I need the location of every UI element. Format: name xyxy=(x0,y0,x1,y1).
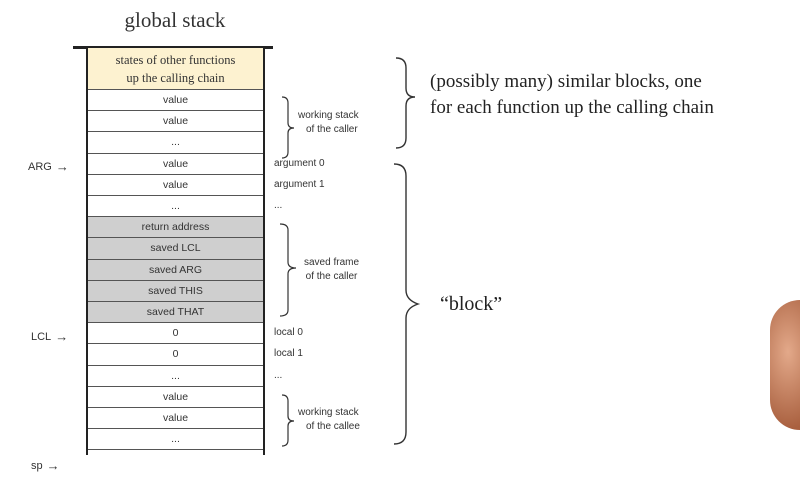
states-cell: states of other functions up the calling… xyxy=(88,48,263,90)
cell-side-label: ... xyxy=(274,369,283,381)
cell-side-label: local 1 xyxy=(274,348,303,360)
block-brace xyxy=(393,163,421,445)
caller-working-stack-line-2: of the caller xyxy=(306,124,358,135)
saved-frame-line-1: saved frame xyxy=(304,257,360,268)
stack-cell: value xyxy=(88,408,263,430)
cell-side-label: local 0 xyxy=(274,327,303,339)
states-line-2: up the calling chain xyxy=(126,70,225,85)
caller-working-stack-line-1: working stack xyxy=(298,110,359,121)
stack-cell: ... xyxy=(88,132,263,154)
stack-cell: value xyxy=(88,387,263,408)
saved-frame-line-2: of the caller xyxy=(305,271,358,282)
lcl-pointer-label: LCL xyxy=(31,330,52,343)
stack-cell: saved THIS xyxy=(88,280,263,302)
stack-cell: value xyxy=(88,175,263,196)
stack-cell: value xyxy=(88,90,263,112)
arrow-right-icon: → xyxy=(55,329,69,344)
similar-blocks-annotation: (possibly many) similar blocks, one for … xyxy=(430,69,714,121)
presenter-hand xyxy=(770,300,800,430)
stack-cell: 0 xyxy=(88,323,263,345)
sp-pointer-label: sp xyxy=(31,459,43,472)
global-stack: states of other functions up the calling… xyxy=(86,48,265,455)
states-line-1: states of other functions xyxy=(115,52,236,67)
caller-working-stack-label: working stack of the caller xyxy=(298,109,359,137)
arg-pointer: ARG → xyxy=(28,159,69,174)
stack-cell: value xyxy=(88,111,263,133)
callee-working-stack-line-2: of the callee xyxy=(306,421,360,432)
saved-frame-brace xyxy=(279,223,297,317)
callee-working-stack-brace xyxy=(281,394,295,447)
stack-cell: ... xyxy=(88,366,263,387)
callee-working-stack-line-1: working stack xyxy=(298,407,359,418)
diagram-title: global stack xyxy=(124,8,226,32)
caller-working-stack-brace xyxy=(281,96,295,159)
sp-pointer: sp → xyxy=(31,458,60,473)
arg-pointer-label: ARG xyxy=(28,160,52,173)
stack-cell: value xyxy=(88,154,263,175)
callee-working-stack-label: working stack of the callee xyxy=(298,406,360,434)
cell-side-label: argument 1 xyxy=(274,178,325,190)
lcl-pointer: LCL → xyxy=(31,329,68,344)
similar-blocks-brace xyxy=(395,57,416,149)
similar-blocks-line-1: (possibly many) similar blocks, one xyxy=(430,71,702,92)
arrow-right-icon: → xyxy=(55,159,69,174)
stack-cell: 0 xyxy=(88,344,263,366)
stack-cell: return address xyxy=(88,217,263,239)
stack-cell: saved THAT xyxy=(88,302,263,324)
stack-cell: ... xyxy=(88,429,263,451)
arrow-right-icon: → xyxy=(46,458,60,473)
saved-frame-label: saved frame of the caller xyxy=(304,256,359,284)
stack-cell: saved LCL xyxy=(88,238,263,260)
cell-side-label: ... xyxy=(274,200,283,211)
stack-cell: saved ARG xyxy=(88,259,263,281)
similar-blocks-line-2: for each function up the calling chain xyxy=(430,97,714,118)
stack-top-bar xyxy=(73,46,273,49)
stack-cell: ... xyxy=(88,196,263,218)
cell-side-label: argument 0 xyxy=(274,157,325,169)
block-annotation: “block” xyxy=(440,293,503,315)
